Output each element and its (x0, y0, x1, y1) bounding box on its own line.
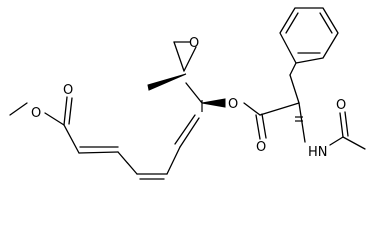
atom-label-nh-amide: HN (308, 145, 328, 160)
atom-label-o-epoxide: O (189, 36, 199, 51)
bond-carbonyl-c-o (63, 96, 68, 126)
wedge-bond-ester-oxygen (201, 98, 226, 108)
bond-c1-c2 (63, 124, 80, 154)
wedge-bond-methyl (147, 73, 187, 91)
bond-c2-c3 (78, 151, 119, 154)
bond-c8-quaternary (185, 82, 203, 104)
bond-c6-c7 (179, 117, 200, 148)
bond-acyl-c-alpha (259, 102, 300, 116)
atom-label-o-amide: O (336, 98, 346, 113)
bond-o-carbonyl (44, 112, 65, 126)
bond-c3-c4 (117, 151, 138, 175)
bond-acyl-c-o-double (261, 113, 267, 139)
atom-label-o-ester-methyl: O (31, 106, 41, 121)
bond-alpha-nh (298, 102, 306, 143)
bond-acyl-c-o-amide-double (344, 111, 349, 137)
bond-acyl-c-o-amide (339, 112, 344, 138)
bond-c5-c6 (166, 146, 181, 175)
benzene-inner-bond-1 (285, 12, 299, 34)
bond-carbonyl-c-o-double (68, 97, 73, 125)
atom-label-o-carbonyl-acyl: O (256, 140, 266, 155)
atom-label-o-carbonyl-methyl-ester: O (63, 83, 73, 98)
bond-ch2-ring (289, 62, 297, 76)
atom-label-o-ester-acyl: O (228, 97, 238, 112)
bond-epoxide-o-c (183, 46, 197, 72)
bond-methyl-o (9, 102, 28, 116)
bond-alpha-ch2 (289, 74, 300, 104)
benzene-ring (279, 7, 339, 64)
chemical-structure: O O O O O O HN (9, 7, 366, 180)
bond-c6-c7-double (174, 114, 196, 145)
bond-epoxide-c-ch2 (173, 41, 185, 72)
benzene-inner-bond-2 (319, 12, 333, 34)
bond-acyl-c-o (255, 114, 261, 140)
bond-nh-acyl-c (329, 136, 344, 146)
bond-o-acyl-c (243, 102, 261, 116)
bond-acyl-c-methyl (342, 136, 366, 150)
